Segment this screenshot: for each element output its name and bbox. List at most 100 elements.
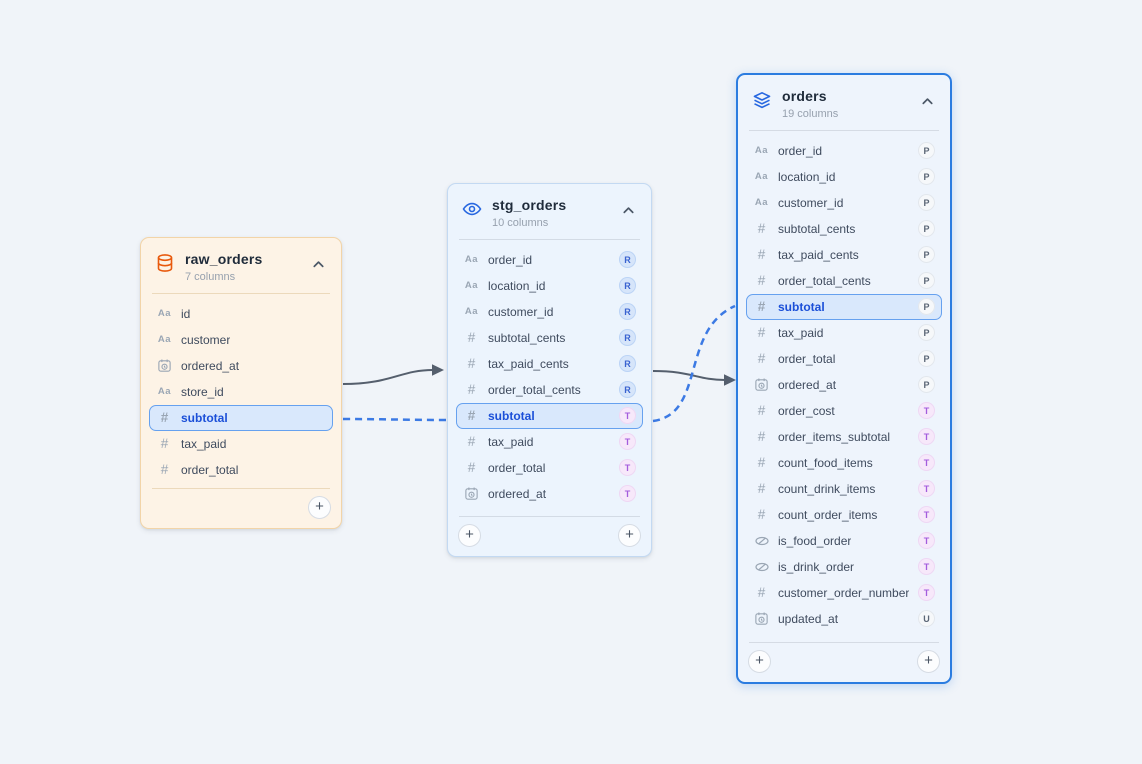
- column-row[interactable]: # order_total T: [456, 455, 643, 481]
- card-header[interactable]: stg_orders 10 columns: [448, 184, 651, 239]
- column-name: customer_order_number: [778, 585, 910, 600]
- add-button-left[interactable]: +: [458, 524, 481, 547]
- column-name: customer_id: [488, 304, 554, 319]
- test-status-badge: P: [918, 350, 935, 368]
- column-name: order_id: [778, 143, 823, 158]
- test-status-badge: P: [918, 298, 935, 316]
- divider: [459, 238, 640, 240]
- text-type-icon: Aa: [157, 308, 172, 320]
- test-status-badge: P: [918, 272, 935, 290]
- number-type-icon: #: [757, 273, 766, 289]
- test-status-badge: P: [918, 168, 935, 186]
- column-name: is_drink_order: [778, 559, 855, 574]
- column-edge-stg-subtotal-to-orders-subtotal: [652, 304, 736, 423]
- add-button-right[interactable]: +: [917, 650, 940, 673]
- test-status-badge: P: [918, 194, 935, 212]
- number-type-icon: #: [467, 460, 476, 476]
- column-name: subtotal_cents: [488, 330, 566, 345]
- test-status-badge: T: [918, 402, 935, 420]
- number-type-icon: #: [467, 356, 476, 372]
- test-status-badge: U: [918, 610, 935, 628]
- column-name: tax_paid: [778, 325, 824, 340]
- text-type-icon: Aa: [157, 386, 172, 398]
- column-name: ordered_at: [181, 358, 240, 373]
- boolean-type-icon: [753, 559, 770, 575]
- divider: [152, 292, 330, 294]
- number-type-icon: #: [467, 434, 476, 450]
- column-row[interactable]: ordered_at: [149, 353, 333, 379]
- test-status-badge: P: [918, 246, 935, 264]
- test-status-badge: R: [619, 355, 636, 373]
- collapse-button[interactable]: [311, 255, 329, 273]
- column-name: is_food_order: [778, 533, 852, 548]
- model-title: stg_orders: [492, 197, 567, 213]
- column-row[interactable]: #tax_paid: [149, 431, 333, 457]
- column-row[interactable]: updated_at U: [746, 606, 942, 632]
- add-button-right[interactable]: +: [618, 524, 641, 547]
- number-type-icon: #: [757, 507, 766, 523]
- add-button-left[interactable]: +: [748, 650, 771, 673]
- add-button-right[interactable]: +: [308, 496, 331, 519]
- text-type-icon: Aa: [157, 334, 172, 346]
- number-type-icon: #: [757, 585, 766, 601]
- test-status-badge: T: [918, 506, 935, 524]
- column-name: location_id: [778, 169, 836, 184]
- test-status-badge: T: [619, 459, 636, 477]
- column-row[interactable]: #order_total: [149, 457, 333, 483]
- column-name: order_cost: [778, 403, 835, 418]
- column-count: 19 columns: [782, 107, 839, 120]
- column-name: tax_paid_cents: [778, 247, 859, 262]
- number-type-icon: #: [757, 221, 766, 237]
- column-row[interactable]: #subtotal: [149, 404, 333, 431]
- column-name: updated_at: [778, 611, 839, 626]
- card-header[interactable]: raw_orders 7 columns: [141, 238, 341, 293]
- divider: [459, 516, 640, 517]
- column-row[interactable]: is_drink_order T: [746, 554, 942, 580]
- collapse-button[interactable]: [920, 92, 938, 110]
- collapse-button[interactable]: [621, 201, 639, 219]
- test-status-badge: T: [918, 558, 935, 576]
- card-header[interactable]: orders 19 columns: [738, 75, 950, 130]
- column-name: order_items_subtotal: [778, 429, 891, 444]
- test-status-badge: T: [918, 480, 935, 498]
- column-name: order_total: [488, 460, 546, 475]
- test-status-badge: R: [619, 329, 636, 347]
- datetime-type-icon: [463, 486, 480, 501]
- number-type-icon: #: [757, 351, 766, 367]
